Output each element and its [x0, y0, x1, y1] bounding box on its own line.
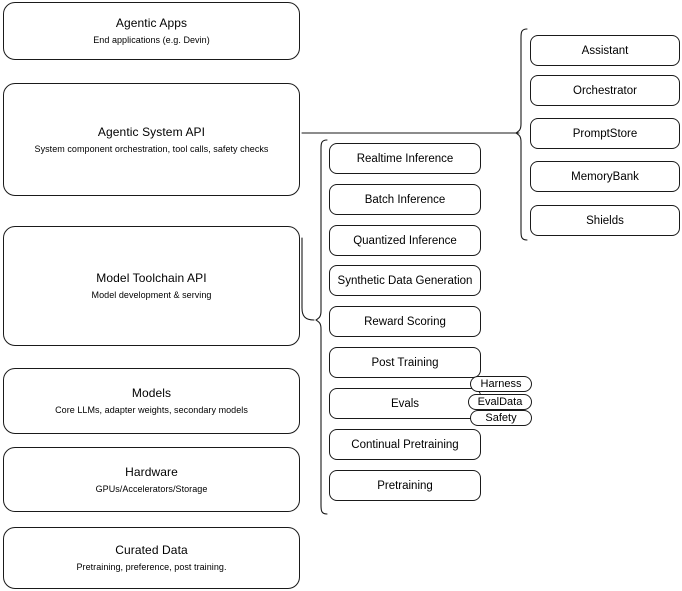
- toolchain-label: Continual Pretraining: [351, 438, 459, 451]
- toolchain-label: Batch Inference: [364, 193, 446, 206]
- system-label: MemoryBank: [571, 170, 639, 183]
- layer-subtitle: Model development & serving: [91, 290, 212, 300]
- eval-badge-label: EvalData: [477, 395, 523, 408]
- layer-subtitle: Core LLMs, adapter weights, secondary mo…: [55, 405, 248, 415]
- toolchain-box-quantized-inference[interactable]: Quantized Inference: [329, 225, 481, 256]
- system-label: Shields: [586, 214, 624, 227]
- system-box-orchestrator[interactable]: Orchestrator: [530, 75, 680, 106]
- layer-box-agentic-apps[interactable]: Agentic Apps End applications (e.g. Devi…: [3, 2, 300, 60]
- system-box-promptstore[interactable]: PromptStore: [530, 118, 680, 149]
- eval-badge-safety[interactable]: Safety: [470, 410, 532, 426]
- toolchain-box-post-training[interactable]: Post Training: [329, 347, 481, 378]
- toolchain-box-synthetic-data-generation[interactable]: Synthetic Data Generation: [329, 265, 481, 296]
- connector-toolchain-api-to-components: [301, 237, 315, 321]
- layer-title: Models: [131, 386, 172, 400]
- layer-box-curated-data[interactable]: Curated Data Pretraining, preference, po…: [3, 527, 300, 589]
- toolchain-box-pretraining[interactable]: Pretraining: [329, 470, 481, 501]
- layer-subtitle: Pretraining, preference, post training.: [76, 562, 227, 572]
- layer-title: Curated Data: [115, 543, 188, 557]
- layer-box-agentic-system-api[interactable]: Agentic System API System component orch…: [3, 83, 300, 196]
- layer-title: Model Toolchain API: [96, 271, 207, 285]
- toolchain-label: Quantized Inference: [353, 234, 457, 247]
- toolchain-label: Pretraining: [377, 479, 433, 492]
- toolchain-box-realtime-inference[interactable]: Realtime Inference: [329, 143, 481, 174]
- layer-box-hardware[interactable]: Hardware GPUs/Accelerators/Storage: [3, 447, 300, 512]
- system-box-memorybank[interactable]: MemoryBank: [530, 161, 680, 192]
- layer-subtitle: System component orchestration, tool cal…: [34, 143, 269, 154]
- toolchain-box-continual-pretraining[interactable]: Continual Pretraining: [329, 429, 481, 460]
- brace-toolchain-components: [315, 139, 328, 515]
- layer-title: Hardware: [125, 464, 178, 479]
- system-box-assistant[interactable]: Assistant: [530, 35, 680, 66]
- layer-subtitle: GPUs/Accelerators/Storage: [95, 483, 208, 494]
- toolchain-label: Evals: [390, 397, 420, 410]
- layer-subtitle: End applications (e.g. Devin): [93, 35, 210, 45]
- toolchain-label: Realtime Inference: [356, 152, 454, 165]
- layer-title: Agentic Apps: [115, 16, 188, 30]
- system-box-shields[interactable]: Shields: [530, 205, 680, 236]
- layer-title: Agentic System API: [97, 124, 206, 139]
- toolchain-label: Reward Scoring: [364, 315, 446, 328]
- system-label: Orchestrator: [573, 84, 637, 97]
- layer-box-model-toolchain-api[interactable]: Model Toolchain API Model development & …: [3, 226, 300, 346]
- eval-badge-label: Safety: [485, 411, 517, 424]
- toolchain-box-reward-scoring[interactable]: Reward Scoring: [329, 306, 481, 337]
- system-label: PromptStore: [572, 127, 638, 140]
- toolchain-label: Synthetic Data Generation: [337, 274, 473, 287]
- brace-system-components: [515, 28, 528, 241]
- eval-badge-label: Harness: [480, 377, 522, 390]
- eval-badge-evaldata[interactable]: EvalData: [468, 394, 532, 410]
- toolchain-box-evals[interactable]: Evals: [329, 388, 481, 419]
- toolchain-box-batch-inference[interactable]: Batch Inference: [329, 184, 481, 215]
- system-label: Assistant: [581, 44, 629, 57]
- layer-box-models[interactable]: Models Core LLMs, adapter weights, secon…: [3, 368, 300, 434]
- eval-badge-harness[interactable]: Harness: [470, 376, 532, 392]
- toolchain-label: Post Training: [371, 356, 439, 369]
